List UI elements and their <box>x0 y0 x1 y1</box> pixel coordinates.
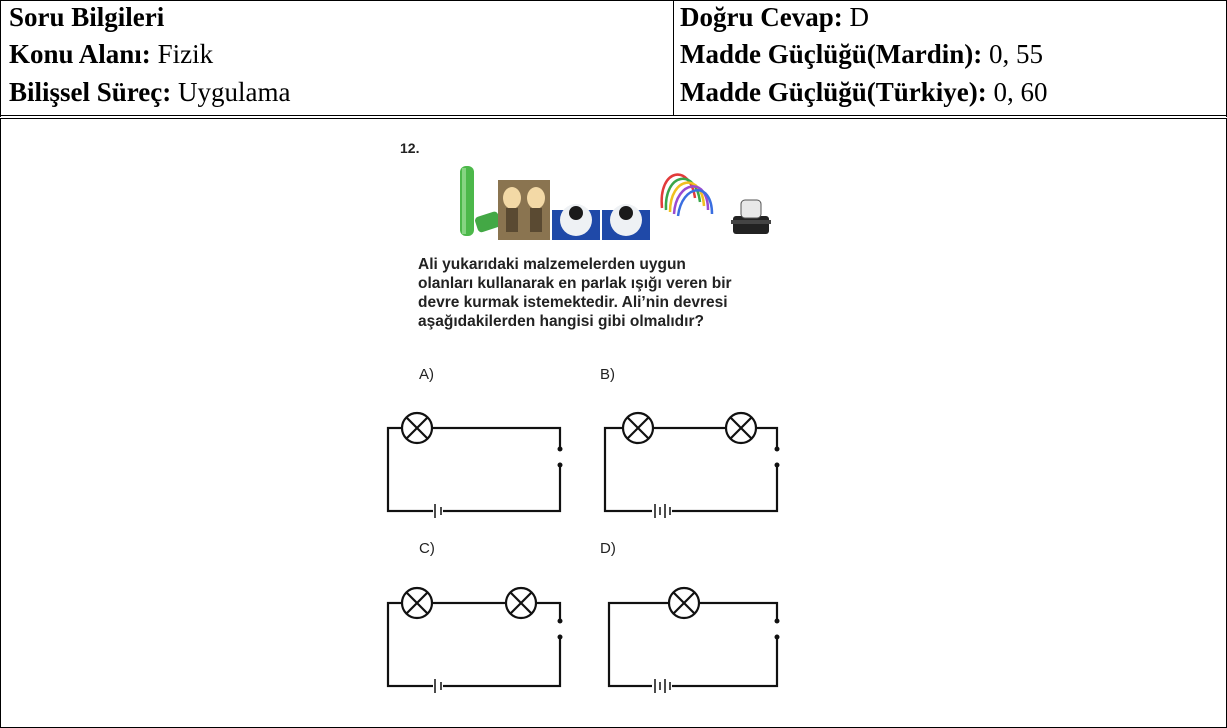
question-info-table: Soru Bilgileri Konu Alanı: Fizik Bilişse… <box>0 0 1227 117</box>
circuit-option-a[interactable] <box>386 411 564 520</box>
info-left-column: Soru Bilgileri Konu Alanı: Fizik Bilişse… <box>1 1 674 116</box>
question-text: Ali yukarıdaki malzemelerden uygun olanl… <box>418 256 732 330</box>
option-a-label[interactable]: A) <box>419 366 434 383</box>
circuit-options <box>386 411 781 695</box>
header-divider <box>0 115 1227 116</box>
info-right-column: Doğru Cevap: D Madde Güçlüğü(Mardin): 0,… <box>674 1 1227 116</box>
info-cognitive-process: Bilişsel Süreç: Uygulama <box>9 77 291 107</box>
option-d-label[interactable]: D) <box>600 540 616 557</box>
switch-icon <box>731 199 771 234</box>
info-subject: Konu Alanı: Fizik <box>9 39 214 69</box>
bulb-photo-icon <box>498 180 550 240</box>
option-b-label[interactable]: B) <box>600 366 615 383</box>
info-difficulty-turkey: Madde Güçlüğü(Türkiye): 0, 60 <box>680 77 1048 107</box>
circuit-option-d[interactable] <box>607 586 781 695</box>
wires-icon <box>660 173 714 217</box>
socket-photo-icon <box>552 204 600 240</box>
info-difficulty-mardin: Madde Güçlüğü(Mardin): 0, 55 <box>680 39 1044 69</box>
circuit-option-c[interactable] <box>386 586 564 695</box>
info-correct-answer: Doğru Cevap: D <box>680 2 869 32</box>
question-number: 12. <box>400 140 420 156</box>
socket-photo-icon-2 <box>602 204 650 240</box>
circuit-option-b[interactable] <box>603 411 781 520</box>
materials-image <box>460 166 771 240</box>
option-c-label[interactable]: C) <box>419 540 435 557</box>
info-title: Soru Bilgileri <box>9 2 165 32</box>
frame-left-border <box>0 118 1 728</box>
battery-icon <box>460 166 501 236</box>
header-divider-double <box>0 118 1227 119</box>
